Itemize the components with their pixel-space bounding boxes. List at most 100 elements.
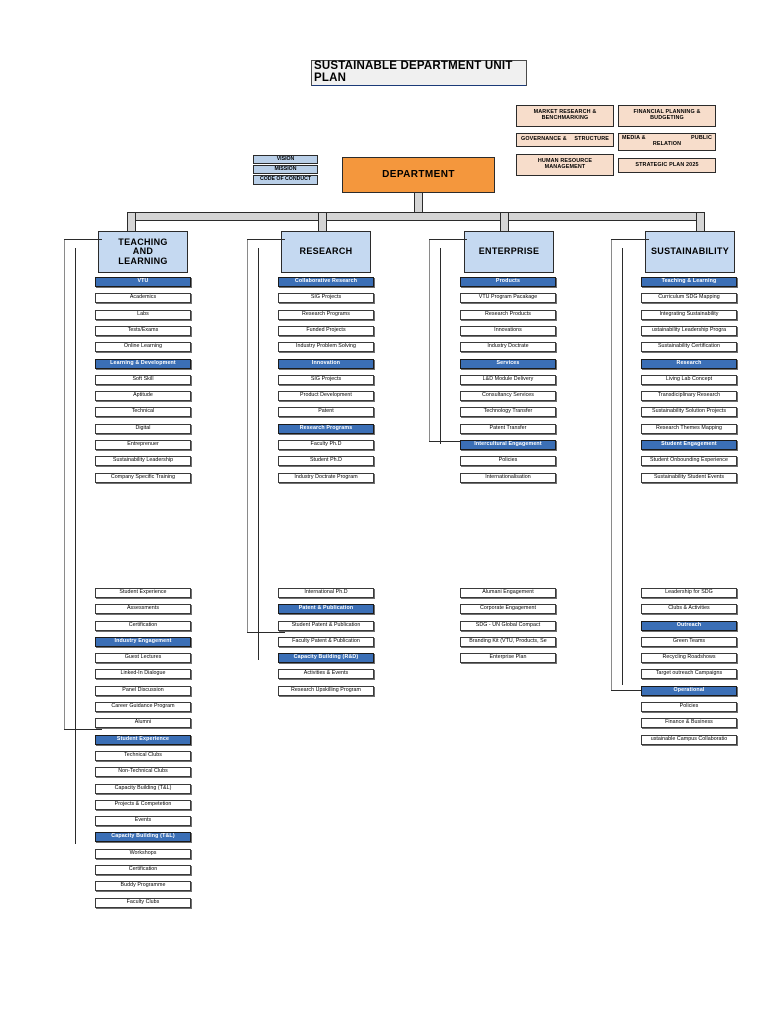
leaf-item-integrating-sustainability[interactable]: Integrating Sustainability bbox=[641, 310, 737, 320]
leaf-item-finance-business[interactable]: Finance & Business bbox=[641, 718, 737, 728]
section-header-research-programs[interactable]: Research Programs bbox=[278, 424, 374, 434]
section-header-patent-publication[interactable]: Patent & Publication bbox=[278, 604, 374, 614]
leaf-item-enterprise-plan[interactable]: Enterprise Plan bbox=[460, 653, 556, 663]
leaf-item-academics[interactable]: Academics bbox=[95, 293, 191, 303]
leaf-item-student-experience[interactable]: Student Experience bbox=[95, 588, 191, 598]
leaf-item-tests-exams[interactable]: Tests/Exams bbox=[95, 326, 191, 336]
support-box-market-research[interactable]: MARKET RESEARCH & BENCHMARKING bbox=[516, 105, 614, 127]
leaf-item-branding-kit-vtu-products-se[interactable]: Branding Kit (VTU, Products, Se bbox=[460, 637, 556, 647]
leaf-item-projects-competetion[interactable]: Projects & Competetion bbox=[95, 800, 191, 810]
section-header-research[interactable]: Research bbox=[641, 359, 737, 369]
leaf-item-panel-discussion[interactable]: Panel Discussion bbox=[95, 686, 191, 696]
leaf-item-student-ph-d[interactable]: Student Ph.D bbox=[278, 456, 374, 466]
leaf-item-sustainability-solution-projects[interactable]: Sustainability Solution Projects bbox=[641, 407, 737, 417]
leaf-item-clubs-activities[interactable]: Clubs & Activities bbox=[641, 604, 737, 614]
support-box-financial-planning[interactable]: FINANCIAL PLANNING & BUDGETING bbox=[618, 105, 716, 127]
section-header-industry-engagement[interactable]: Industry Engagement bbox=[95, 637, 191, 647]
vision-box[interactable]: VISION bbox=[253, 155, 318, 164]
section-header-collaborative-research[interactable]: Collaborative Research bbox=[278, 277, 374, 287]
leaf-item-research-products[interactable]: Research Products bbox=[460, 310, 556, 320]
section-header-outreach[interactable]: Outreach bbox=[641, 621, 737, 631]
leaf-item-certification[interactable]: Certification bbox=[95, 621, 191, 631]
section-header-vtu[interactable]: VTU bbox=[95, 277, 191, 287]
leaf-item-industry-doctrate[interactable]: Industry Doctrate bbox=[460, 342, 556, 352]
leaf-item-patent-transfer[interactable]: Patent Transfer bbox=[460, 424, 556, 434]
leaf-item-aptitude[interactable]: Aptitude bbox=[95, 391, 191, 401]
pillar-research[interactable]: RESEARCH bbox=[281, 231, 371, 273]
department-box[interactable]: DEPARTMENT bbox=[342, 157, 495, 193]
leaf-item-digital[interactable]: Digital bbox=[95, 424, 191, 434]
leaf-item-student-onbounding-experience[interactable]: Student Onbounding Experience bbox=[641, 456, 737, 466]
leaf-item-technical-clubs[interactable]: Technical Clubs bbox=[95, 751, 191, 761]
leaf-item-buddy-programme[interactable]: Buddy Programme bbox=[95, 881, 191, 891]
support-box-governance[interactable]: GOVERNANCE & STRUCTURE bbox=[516, 133, 614, 147]
leaf-item-capacity-building-t-l[interactable]: Capacity Building (T&L) bbox=[95, 784, 191, 794]
leaf-item-living-lab-concept[interactable]: Living Lab Concept bbox=[641, 375, 737, 385]
support-box-strategic-plan[interactable]: STRATEGIC PLAN 2025 bbox=[618, 158, 716, 173]
leaf-item-workshops[interactable]: Workshops bbox=[95, 849, 191, 859]
leaf-item-student-patent-publication[interactable]: Student Patent & Publication bbox=[278, 621, 374, 631]
leaf-item-leadership-for-sdg[interactable]: Leadership for SDG bbox=[641, 588, 737, 598]
section-header-products[interactable]: Products bbox=[460, 277, 556, 287]
pillar-teaching-and-learning[interactable]: TEACHING AND LEARNING bbox=[98, 231, 188, 273]
section-header-operational[interactable]: Operational bbox=[641, 686, 737, 696]
mission-box[interactable]: MISSION bbox=[253, 165, 318, 174]
leaf-item-transdiciplinary-research[interactable]: Transdiciplinary Research bbox=[641, 391, 737, 401]
leaf-item-labs[interactable]: Labs bbox=[95, 310, 191, 320]
leaf-item-sustainability-certification[interactable]: Sustainability Certification bbox=[641, 342, 737, 352]
support-box-media-public-relation[interactable]: MEDIA & PUBLIC RELATION bbox=[618, 133, 716, 151]
leaf-item-assessments[interactable]: Assessments bbox=[95, 604, 191, 614]
leaf-item-sdg-un-global-compact[interactable]: SDG - UN Global Compact bbox=[460, 621, 556, 631]
leaf-item-consultancy-services[interactable]: Consultancy Services bbox=[460, 391, 556, 401]
leaf-item-online-learning[interactable]: Online Learning bbox=[95, 342, 191, 352]
leaf-item-recycling-roadshows[interactable]: Recycling Roadshows bbox=[641, 653, 737, 663]
leaf-item-faculty-patent-publication[interactable]: Faculty Patent & Publication bbox=[278, 637, 374, 647]
pillar-sustainability[interactable]: SUSTAINABILITY bbox=[645, 231, 735, 273]
leaf-item-product-development[interactable]: Product Development bbox=[278, 391, 374, 401]
section-header-capacity-building-r-d[interactable]: Capacity Building (R&D) bbox=[278, 653, 374, 663]
code-of-conduct-box[interactable]: CODE OF CONDUCT bbox=[253, 175, 318, 185]
leaf-item-technical[interactable]: Technical bbox=[95, 407, 191, 417]
section-header-student-experience[interactable]: Student Experience bbox=[95, 735, 191, 745]
leaf-item-research-themes-mapping[interactable]: Research Themes Mapping bbox=[641, 424, 737, 434]
leaf-item-green-teams[interactable]: Green Teams bbox=[641, 637, 737, 647]
section-header-services[interactable]: Services bbox=[460, 359, 556, 369]
section-header-student-engagement[interactable]: Student Engagement bbox=[641, 440, 737, 450]
leaf-item-faculty-clubs[interactable]: Faculty Clubs bbox=[95, 898, 191, 908]
leaf-item-non-technical-clubs[interactable]: Non-Technical Clubs bbox=[95, 767, 191, 777]
support-box-human-resource[interactable]: HUMAN RESOURCE MANAGEMENT bbox=[516, 154, 614, 176]
leaf-item-research-programs[interactable]: Research Programs bbox=[278, 310, 374, 320]
leaf-item-innovations[interactable]: Innovations bbox=[460, 326, 556, 336]
leaf-item-patent[interactable]: Patent bbox=[278, 407, 374, 417]
pillar-enterprise[interactable]: ENTERPRISE bbox=[464, 231, 554, 273]
leaf-item-certification[interactable]: Certification bbox=[95, 865, 191, 875]
leaf-item-policies[interactable]: Policies bbox=[460, 456, 556, 466]
leaf-item-sustainability-student-events[interactable]: Sustainability Student Events bbox=[641, 473, 737, 483]
leaf-item-sustainability-leadership[interactable]: Sustainability Leadership bbox=[95, 456, 191, 466]
leaf-item-sig-projects[interactable]: SIG Projects bbox=[278, 293, 374, 303]
leaf-item-research-upskilling-program[interactable]: Research Upskilling Program bbox=[278, 686, 374, 696]
leaf-item-vtu-program-pacakage[interactable]: VTU Program Pacakage bbox=[460, 293, 556, 303]
leaf-item-events[interactable]: Events bbox=[95, 816, 191, 826]
leaf-item-alumani-engagement[interactable]: Alumani Engagement bbox=[460, 588, 556, 598]
leaf-item-technology-transfer[interactable]: Technology Transfer bbox=[460, 407, 556, 417]
section-header-learning-development[interactable]: Learning & Development bbox=[95, 359, 191, 369]
leaf-item-policies[interactable]: Policies bbox=[641, 702, 737, 712]
leaf-item-soft-skill[interactable]: Soft Skill bbox=[95, 375, 191, 385]
leaf-item-linked-in-dialogue[interactable]: Linked-In Dialogue bbox=[95, 669, 191, 679]
leaf-item-entreprenuer[interactable]: Entreprenuer bbox=[95, 440, 191, 450]
leaf-item-ustainable-campus-collaboratio[interactable]: ustainable Campus Collaboratio bbox=[641, 735, 737, 745]
leaf-item-industry-problem-solving[interactable]: Industry Problem Solving bbox=[278, 342, 374, 352]
section-header-innovation[interactable]: Innovation bbox=[278, 359, 374, 369]
leaf-item-internationalisation[interactable]: Internationalisation bbox=[460, 473, 556, 483]
leaf-item-guest-lectures[interactable]: Guest Lectures bbox=[95, 653, 191, 663]
leaf-item-career-guidance-program[interactable]: Career Guidance Program bbox=[95, 702, 191, 712]
leaf-item-funded-projects[interactable]: Funded Projects bbox=[278, 326, 374, 336]
leaf-item-curriculum-sdg-mapping[interactable]: Curriculum SDG Mapping bbox=[641, 293, 737, 303]
section-header-teaching-learning[interactable]: Teaching & Learning bbox=[641, 277, 737, 287]
leaf-item-sig-projects[interactable]: SIG Projects bbox=[278, 375, 374, 385]
section-header-intercultural-engagement[interactable]: Intercultural Engagement bbox=[460, 440, 556, 450]
leaf-item-international-ph-d[interactable]: International Ph.D bbox=[278, 588, 374, 598]
leaf-item-industry-doctrate-program[interactable]: Industry Doctrate Program bbox=[278, 473, 374, 483]
leaf-item-l-d-module-delivery[interactable]: L&D Module Delivery bbox=[460, 375, 556, 385]
